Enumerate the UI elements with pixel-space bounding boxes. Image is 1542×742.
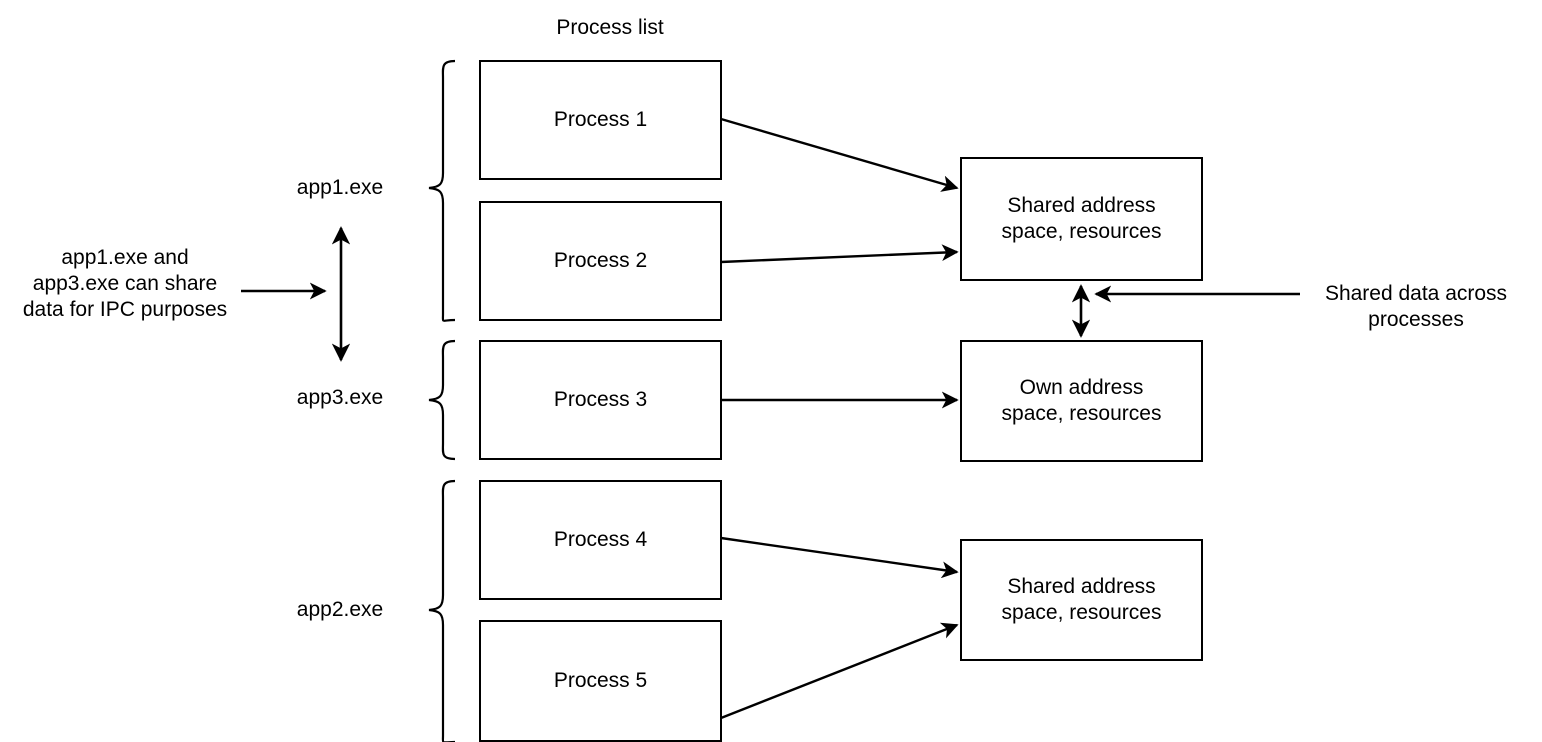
connector-process5-to-shared-bottom bbox=[720, 622, 959, 720]
group-label-app1: app1.exe bbox=[296, 176, 384, 199]
process-box-label: Process 4 bbox=[553, 528, 648, 551]
process-box-label: Process 3 bbox=[553, 388, 648, 411]
process-box-process-4[interactable]: Process 4 bbox=[479, 480, 722, 600]
memory-box-label: Shared address space, resources bbox=[1001, 194, 1162, 243]
process-box-label: Process 5 bbox=[553, 669, 648, 692]
process-box-process-3[interactable]: Process 3 bbox=[479, 340, 722, 460]
group-label-app3: app3.exe bbox=[296, 386, 384, 409]
process-box-process-2[interactable]: Process 2 bbox=[479, 201, 722, 321]
process-box-label: Process 2 bbox=[553, 249, 648, 272]
memory-box-shared-bottom[interactable]: Shared address space, resources bbox=[960, 539, 1203, 661]
diagram-title: Process list bbox=[556, 16, 664, 39]
memory-box-own-middle[interactable]: Own address space, resources bbox=[960, 340, 1203, 462]
memory-box-label: Shared address space, resources bbox=[1001, 575, 1162, 624]
connector-process1-to-shared-top bbox=[720, 117, 959, 192]
brace-app2 bbox=[428, 479, 456, 742]
memory-box-label: Own address space, resources bbox=[1001, 376, 1162, 425]
brace-app1 bbox=[428, 59, 456, 322]
group-label-app2: app2.exe bbox=[296, 598, 384, 621]
process-box-label: Process 1 bbox=[553, 108, 648, 131]
annotation-ipc-note: app1.exe and app3.exe can share data for… bbox=[22, 246, 228, 321]
connector-process4-to-shared-bottom bbox=[720, 536, 959, 579]
memory-box-shared-top[interactable]: Shared address space, resources bbox=[960, 157, 1203, 281]
process-box-process-1[interactable]: Process 1 bbox=[479, 60, 722, 180]
connector-process2-to-shared-top bbox=[720, 244, 959, 264]
brace-app3 bbox=[428, 339, 456, 461]
annotation-shared-data-note: Shared data across processes bbox=[1324, 282, 1508, 331]
process-box-process-5[interactable]: Process 5 bbox=[479, 620, 722, 742]
